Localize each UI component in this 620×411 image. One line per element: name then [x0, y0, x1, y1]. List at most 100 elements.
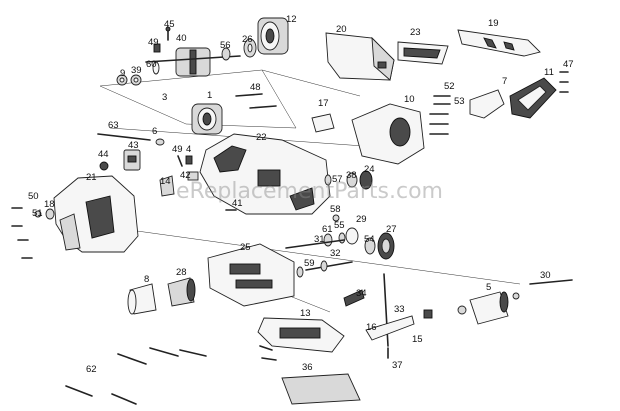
callout-17: 17 [318, 98, 329, 109]
part-30-axle [529, 279, 573, 285]
callout-34: 34 [356, 288, 367, 299]
part-25-base-frame [207, 243, 295, 307]
callout-61: 61 [322, 224, 333, 235]
part-23-filter [397, 41, 449, 65]
callout-57: 57 [332, 174, 343, 185]
part-7-belt-guard-cap [469, 89, 505, 119]
callout-49b: 49 [172, 144, 183, 155]
part-60-washer [152, 61, 160, 75]
callout-13: 13 [300, 308, 311, 319]
callout-50: 50 [28, 191, 39, 202]
callout-23: 23 [410, 27, 421, 38]
callout-29: 29 [356, 214, 367, 225]
callout-43: 43 [128, 140, 139, 151]
callout-1: 1 [207, 90, 212, 101]
part-57-washer [324, 174, 332, 186]
callout-44: 44 [98, 149, 109, 160]
part-44-nut [99, 161, 109, 171]
callout-42: 42 [180, 170, 191, 181]
callout-59: 59 [304, 258, 315, 269]
callout-10: 10 [404, 94, 415, 105]
watermark-text: eReplacementParts.com [176, 179, 443, 204]
callout-56: 56 [220, 40, 231, 51]
callout-12: 12 [286, 14, 297, 25]
callout-38: 38 [346, 170, 357, 181]
callout-31: 31 [314, 234, 325, 245]
callout-22: 22 [256, 132, 267, 143]
part-27-gear [377, 232, 395, 260]
part-15-clip [423, 309, 433, 319]
callout-labels: 45 12 20 23 19 49 40 60 56 26 9 39 48 52… [28, 14, 574, 375]
callout-52: 52 [444, 81, 455, 92]
part-12-end-cap [257, 17, 289, 55]
part-19-top-cover [457, 29, 541, 57]
part-61-bearing [323, 233, 333, 247]
callout-16: 16 [366, 322, 377, 333]
part-31-shaft [285, 239, 345, 249]
callout-60: 60 [146, 59, 157, 70]
part-56-washer [221, 47, 231, 61]
part-45-screw [165, 26, 171, 41]
part-47-screws [559, 71, 569, 93]
callout-58: 58 [330, 204, 341, 215]
callout-6: 6 [152, 126, 157, 137]
part-4-bracket [185, 155, 193, 165]
part-63-rod [97, 133, 151, 141]
part-49-brush [153, 43, 161, 53]
callout-27: 27 [386, 224, 397, 235]
part-5-idler-drum [457, 291, 520, 325]
callout-54: 54 [364, 234, 375, 245]
part-50-screws [11, 207, 33, 259]
callout-30: 30 [540, 270, 551, 281]
part-36-sanding-belt [281, 373, 361, 405]
part-17-cover [311, 113, 335, 133]
part-52-screws [433, 95, 451, 105]
part-59-washer [296, 266, 304, 278]
callout-4: 4 [186, 144, 191, 155]
callout-21: 21 [86, 172, 97, 183]
part-24-pulley [359, 170, 373, 190]
part-18-bushing [45, 208, 55, 220]
part-22-main-housing [199, 133, 331, 215]
callout-48: 48 [250, 82, 261, 93]
callout-45: 45 [164, 19, 175, 30]
callout-62: 62 [86, 364, 97, 375]
part-34-spring [343, 289, 365, 307]
part-9-bearing [116, 74, 128, 86]
callout-19: 19 [488, 18, 499, 29]
part-48-screws [235, 93, 277, 109]
callout-55: 55 [334, 220, 345, 231]
callout-20: 20 [336, 24, 347, 35]
part-55-washer [338, 232, 346, 244]
callout-53: 53 [454, 96, 465, 107]
callout-3: 3 [162, 92, 167, 103]
part-26-bearing [243, 38, 257, 58]
part-38-bearing [346, 172, 358, 188]
part-28-rear-drum [167, 277, 196, 307]
callout-9: 9 [120, 68, 125, 79]
callout-49: 49 [148, 37, 159, 48]
callout-41: 41 [232, 198, 243, 209]
part-51-washer [34, 210, 42, 218]
part-58-washer [332, 214, 340, 222]
callout-24: 24 [364, 164, 375, 175]
part-62-hardware-set [65, 345, 277, 405]
part-16-tension-arm [365, 315, 415, 341]
part-43-switch [123, 149, 141, 171]
callout-33: 33 [394, 304, 405, 315]
callout-63: 63 [108, 120, 119, 131]
callout-47: 47 [563, 59, 574, 70]
callout-28: 28 [176, 267, 187, 278]
callout-8: 8 [144, 274, 149, 285]
callout-39: 39 [131, 65, 142, 76]
part-21-handle-housing [53, 175, 139, 253]
part-14-trigger [159, 175, 175, 197]
part-8-front-drum [127, 283, 157, 315]
callout-5: 5 [486, 282, 491, 293]
part-13-platen [257, 317, 345, 353]
part-53-screws [429, 113, 449, 135]
part-11-end-cover [509, 77, 557, 119]
callout-7: 7 [502, 76, 507, 87]
callout-36: 36 [302, 362, 313, 373]
